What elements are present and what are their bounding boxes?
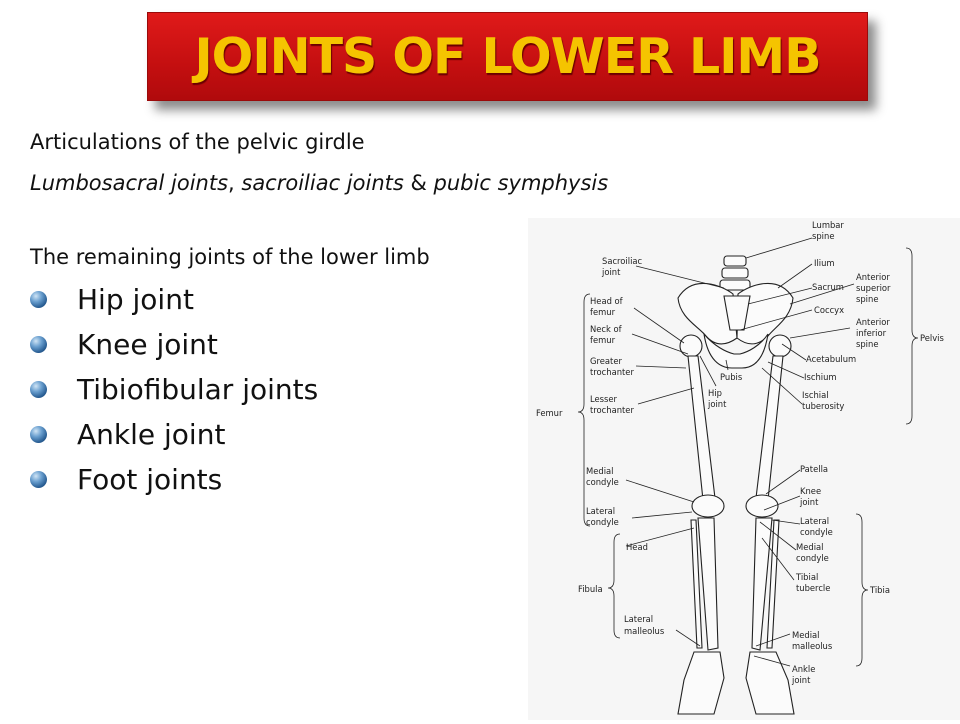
label-text: Knee — [800, 486, 821, 496]
list-item-label: Hip joint — [77, 283, 194, 316]
label-text: Greater — [590, 356, 622, 366]
intro-line-2: Lumbosacral joints, sacroiliac joints & … — [30, 171, 608, 195]
bullet-icon — [30, 471, 47, 488]
label-text: malleolus — [624, 626, 664, 636]
label-text: superior — [856, 283, 891, 293]
separator-text: , — [228, 171, 242, 195]
lumbosacral-text: Lumbosacral joints — [30, 171, 229, 195]
label-text: Medial — [792, 630, 819, 640]
label-text: joint — [799, 497, 819, 507]
label-text: Coccyx — [814, 305, 844, 315]
label-text: Patella — [800, 464, 828, 474]
label-text: Medial — [586, 466, 613, 476]
title-banner: JOINTS OF LOWER LIMB — [147, 12, 868, 101]
label-text: Lumbar — [812, 220, 844, 230]
intro-line-1: Articulations of the pelvic girdle — [30, 130, 365, 154]
label-text: Medial — [796, 542, 823, 552]
list-item-label: Ankle joint — [77, 418, 226, 451]
label-text: Fibula — [578, 584, 603, 594]
label-text: Neck of — [590, 324, 623, 334]
label-text: malleolus — [792, 641, 832, 651]
leader-lines — [577, 237, 919, 667]
label-text: condyle — [586, 477, 619, 487]
lower-limb-skeleton-diagram: Sacroiliac joint Head of femur Neck of f… — [528, 218, 960, 720]
skeleton-svg: Sacroiliac joint Head of femur Neck of f… — [536, 220, 944, 715]
label-text: Lateral — [586, 506, 615, 516]
label-text: spine — [856, 294, 878, 304]
label-text: Anterior — [856, 272, 890, 282]
list-item-label: Foot joints — [77, 463, 223, 496]
label-text: Ilium — [814, 258, 835, 268]
label-text: Sacrum — [812, 282, 844, 292]
label-text: Acetabulum — [806, 354, 856, 364]
list-item: Ankle joint — [30, 415, 318, 460]
joint-list: Hip joint Knee joint Tibiofibular joints… — [30, 280, 318, 505]
list-item: Hip joint — [30, 280, 318, 325]
pubic-symphysis-text: pubic symphysis — [433, 171, 609, 195]
leg-bones-drawing — [690, 517, 780, 651]
label-text: spine — [812, 231, 834, 241]
list-item-label: Knee joint — [77, 328, 218, 361]
pelvis-drawing — [677, 255, 794, 369]
label-text: Head — [626, 542, 648, 552]
label-text: Lesser — [590, 394, 618, 404]
label-text: Ischial — [802, 390, 829, 400]
label-text: trochanter — [590, 405, 634, 415]
label-text: Pelvis — [920, 333, 944, 343]
label-text: Tibial — [795, 572, 818, 582]
bullet-icon — [30, 291, 47, 308]
label-text: Sacroiliac — [602, 256, 643, 266]
label-text: condyle — [796, 553, 829, 563]
label-text: Tibia — [869, 585, 890, 595]
label-text: trochanter — [590, 367, 634, 377]
label-text: Lateral — [800, 516, 829, 526]
label-text: joint — [707, 399, 727, 409]
label-text: femur — [590, 307, 616, 317]
label-text: Head of — [590, 296, 624, 306]
label-text: inferior — [856, 328, 887, 338]
label-text: Ischium — [804, 372, 837, 382]
slide-title: JOINTS OF LOWER LIMB — [194, 28, 821, 85]
sacroiliac-text: sacroiliac joints — [241, 171, 404, 195]
feet-drawing — [677, 651, 795, 715]
list-item: Foot joints — [30, 460, 318, 505]
left-labels: Sacroiliac joint Head of femur Neck of f… — [536, 256, 664, 636]
label-text: Ankle — [792, 664, 815, 674]
list-item: Knee joint — [30, 325, 318, 370]
center-labels: Pubis Hip joint — [707, 372, 742, 409]
label-text: condyle — [586, 517, 619, 527]
bullet-icon — [30, 336, 47, 353]
label-text: joint — [601, 267, 621, 277]
list-item-label: Tibiofibular joints — [77, 373, 319, 406]
intro-line-3: The remaining joints of the lower limb — [30, 245, 430, 269]
label-text: Lateral — [624, 614, 653, 624]
right-labels: Lumbar spine Ilium Sacrum Coccyx Anterio… — [791, 220, 944, 685]
label-text: femur — [590, 335, 616, 345]
label-text: joint — [791, 675, 811, 685]
femur-drawing — [679, 334, 792, 518]
bullet-icon — [30, 381, 47, 398]
label-text: Hip — [708, 388, 722, 398]
label-text: Anterior — [856, 317, 890, 327]
label-text: Femur — [536, 408, 563, 418]
label-text: Pubis — [720, 372, 742, 382]
bullet-icon — [30, 426, 47, 443]
label-text: condyle — [800, 527, 833, 537]
list-item: Tibiofibular joints — [30, 370, 318, 415]
label-text: spine — [856, 339, 878, 349]
label-text: tuberosity — [802, 401, 844, 411]
label-text: tubercle — [796, 583, 830, 593]
ampersand-text: & — [403, 171, 434, 195]
